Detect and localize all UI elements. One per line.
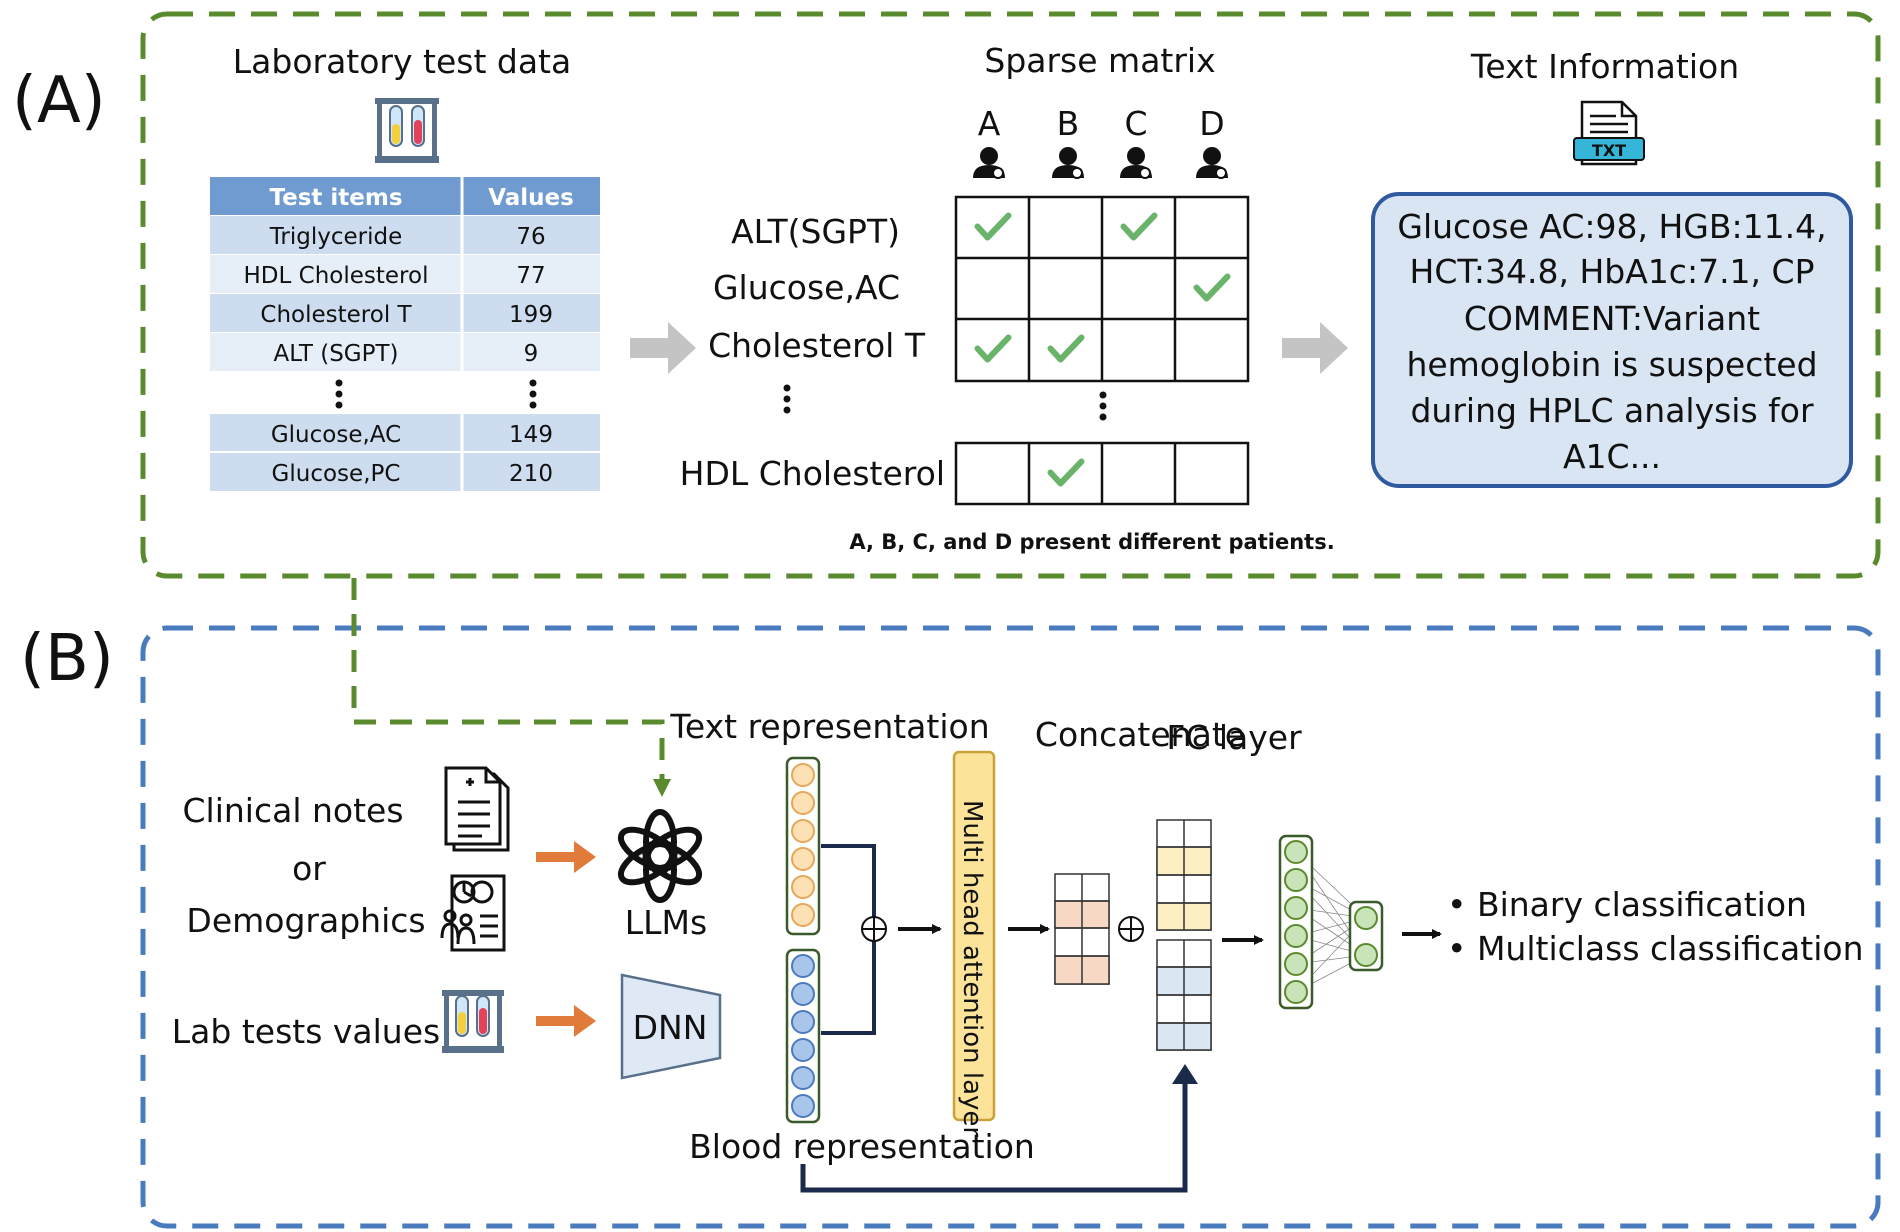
fc-layer-network <box>1278 834 1384 1010</box>
dnn-block <box>620 973 722 1080</box>
text-info-box <box>1371 192 1853 488</box>
person-icon <box>1120 147 1152 179</box>
table-row: ALT (SGPT) <box>273 341 398 367</box>
demographics-label: Demographics <box>186 901 425 940</box>
concatenate-label: Concatenate <box>1035 715 1245 754</box>
llms-label: LLMs <box>625 903 707 942</box>
llm-logo-icon <box>617 809 703 903</box>
lab-tests-values-label: Lab tests values <box>172 1012 440 1051</box>
clinical-notes-label: Clinical notes <box>182 791 403 830</box>
text-representation-label: Text representation <box>669 707 989 746</box>
patient-labels: A B C D <box>978 104 1225 143</box>
concatenated-matrix <box>1156 819 1212 1051</box>
lab-data-title: Laboratory test data <box>233 42 571 81</box>
vertical-ellipsis-icon <box>335 379 537 409</box>
table-row: 199 <box>509 302 553 328</box>
text-info-line: Glucose AC:98, HGB:11.4, <box>1397 207 1826 246</box>
output-binary-classification: • Binary classification <box>1447 885 1807 924</box>
table-header-test-items: Test items <box>269 185 402 211</box>
person-icon <box>973 147 1005 179</box>
table-row: Triglyceride <box>269 224 403 250</box>
matrix-row-label: ALT(SGPT) <box>731 212 900 251</box>
check-icon <box>1047 458 1085 487</box>
arrow-head-icon <box>1172 1064 1198 1084</box>
clinical-notes-icon <box>444 766 510 852</box>
text-info-line: COMMENT:Variant <box>1464 299 1760 338</box>
matrix-row-label: HDL Cholesterol <box>680 454 945 493</box>
attention-layer-label: Multi head attention layer <box>957 800 987 1137</box>
attention-output-matrix <box>1054 873 1110 985</box>
sparse-matrix-title: Sparse matrix <box>984 41 1215 80</box>
check-icon <box>1047 334 1085 363</box>
text-data-connector <box>351 578 671 797</box>
table-row: 76 <box>516 224 545 250</box>
text-info-line: HCT:34.8, HbA1c:7.1, CP <box>1410 252 1815 291</box>
gray-arrow-icon <box>1282 322 1348 374</box>
table-row: 77 <box>516 263 545 289</box>
table-row: Glucose,PC <box>272 461 401 487</box>
demographics-icon <box>440 874 506 952</box>
table-row: 149 <box>509 422 553 448</box>
dnn-label: DNN <box>633 1008 708 1047</box>
table-row: 9 <box>524 341 539 367</box>
table-header-values: Values <box>488 185 574 211</box>
table-row: HDL Cholesterol <box>244 263 429 289</box>
table-row: 210 <box>509 461 553 487</box>
check-icon <box>1193 273 1231 302</box>
merge-bracket <box>821 844 876 1035</box>
matrix-row-label: Cholesterol T <box>708 326 926 365</box>
add-operator-icon <box>861 916 887 942</box>
panel-a-label: (A) <box>12 64 106 138</box>
sparse-matrix-grid <box>954 195 1250 506</box>
orange-arrow-icon <box>536 1005 596 1037</box>
vertical-ellipsis-icon <box>783 384 1107 421</box>
blood-representation-label: Blood representation <box>689 1127 1035 1166</box>
table-row: Cholesterol T <box>260 302 412 328</box>
person-icon <box>1052 147 1084 179</box>
text-representation-vector <box>785 756 821 936</box>
lab-table: Test items Values Triglyceride 76 HDL Ch… <box>210 177 600 493</box>
gray-arrow-icon <box>630 322 696 374</box>
txt-file-icon: TXT <box>1573 100 1645 166</box>
orange-arrow-icon <box>536 841 596 873</box>
table-row: Glucose,AC <box>271 422 401 448</box>
check-icon <box>974 212 1012 241</box>
patient-label: A <box>978 104 1001 143</box>
text-info-line: hemoglobin is suspected <box>1406 345 1817 384</box>
panel-b-frame <box>140 625 1881 1229</box>
or-label: or <box>292 849 326 888</box>
person-icon <box>1196 147 1228 179</box>
patient-icons <box>973 147 1228 179</box>
test-tube-icon <box>375 98 439 163</box>
patient-label: B <box>1057 104 1080 143</box>
panel-b-label: (B) <box>20 622 114 696</box>
lab-tests-icon <box>442 990 504 1053</box>
add-operator-icon <box>1118 916 1144 942</box>
fc-layer-label: FC layer <box>1166 718 1302 757</box>
check-icon <box>1120 212 1158 241</box>
blood-representation-vector <box>785 948 821 1124</box>
text-info-line: A1C... <box>1563 437 1661 476</box>
output-multiclass-classification: • Multiclass classification <box>1447 929 1863 968</box>
text-info-title: Text Information <box>1470 47 1739 86</box>
matrix-row-label: Glucose,AC <box>713 268 900 307</box>
patient-label: D <box>1199 104 1224 143</box>
matrix-checks <box>974 212 1231 487</box>
panel-a-frame <box>140 11 1881 579</box>
skip-connection <box>800 1080 1188 1193</box>
text-info-line: during HPLC analysis for <box>1410 391 1813 430</box>
matrix-caption: A, B, C, and D present different patient… <box>849 530 1334 554</box>
check-icon <box>974 334 1012 363</box>
text-info-content: Glucose AC:98, HGB:11.4, HCT:34.8, HbA1c… <box>1397 207 1826 476</box>
attention-layer-block <box>952 750 996 1122</box>
txt-icon-label: TXT <box>1592 141 1626 160</box>
patient-label: C <box>1124 104 1147 143</box>
